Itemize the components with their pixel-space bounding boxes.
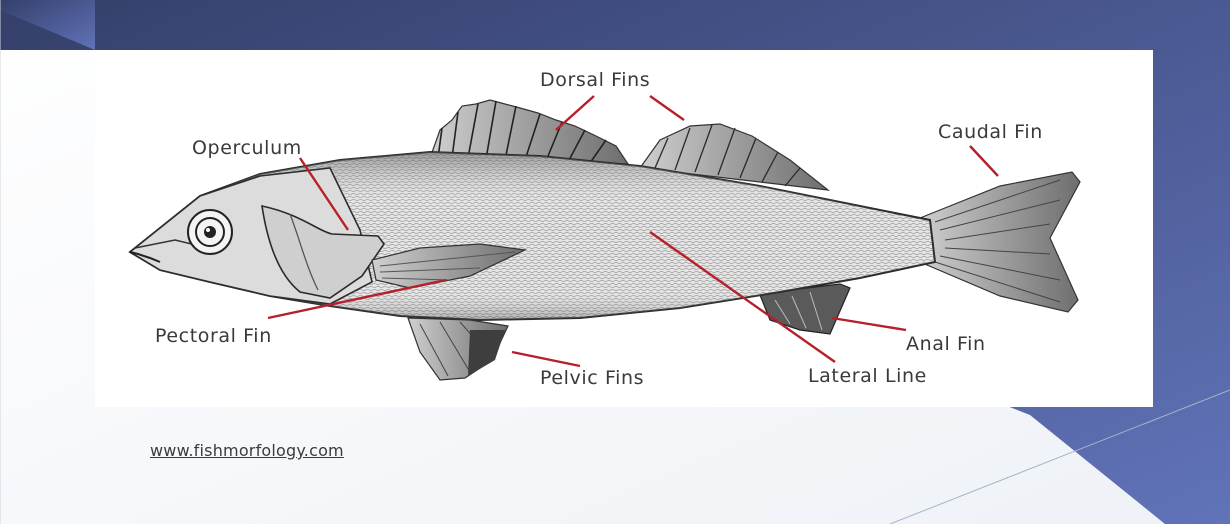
- leader-caudal: [970, 146, 998, 176]
- leader-anal: [832, 318, 906, 330]
- leader-dorsal-1: [556, 96, 594, 130]
- label-pelvic-fins: Pelvic Fins: [540, 367, 644, 389]
- label-lateral-line: Lateral Line: [808, 365, 927, 387]
- source-link[interactable]: www.fishmorfology.com: [150, 441, 344, 460]
- leader-dorsal-2: [650, 96, 684, 120]
- label-caudal-fin: Caudal Fin: [938, 121, 1043, 143]
- fish-anatomy-figure: Dorsal Fins Caudal Fin Operculum Pectora…: [95, 50, 1153, 407]
- label-operculum: Operculum: [192, 137, 302, 159]
- label-dorsal-fins: Dorsal Fins: [540, 69, 650, 91]
- leader-pelvic: [512, 352, 580, 366]
- label-pectoral-fin: Pectoral Fin: [155, 325, 272, 347]
- label-anal-fin: Anal Fin: [906, 333, 986, 355]
- caudal-fin: [920, 172, 1080, 312]
- fish-eye: [188, 210, 232, 254]
- fish-diagram: Dorsal Fins Caudal Fin Operculum Pectora…: [95, 50, 1153, 407]
- pelvic-fin: [408, 318, 508, 380]
